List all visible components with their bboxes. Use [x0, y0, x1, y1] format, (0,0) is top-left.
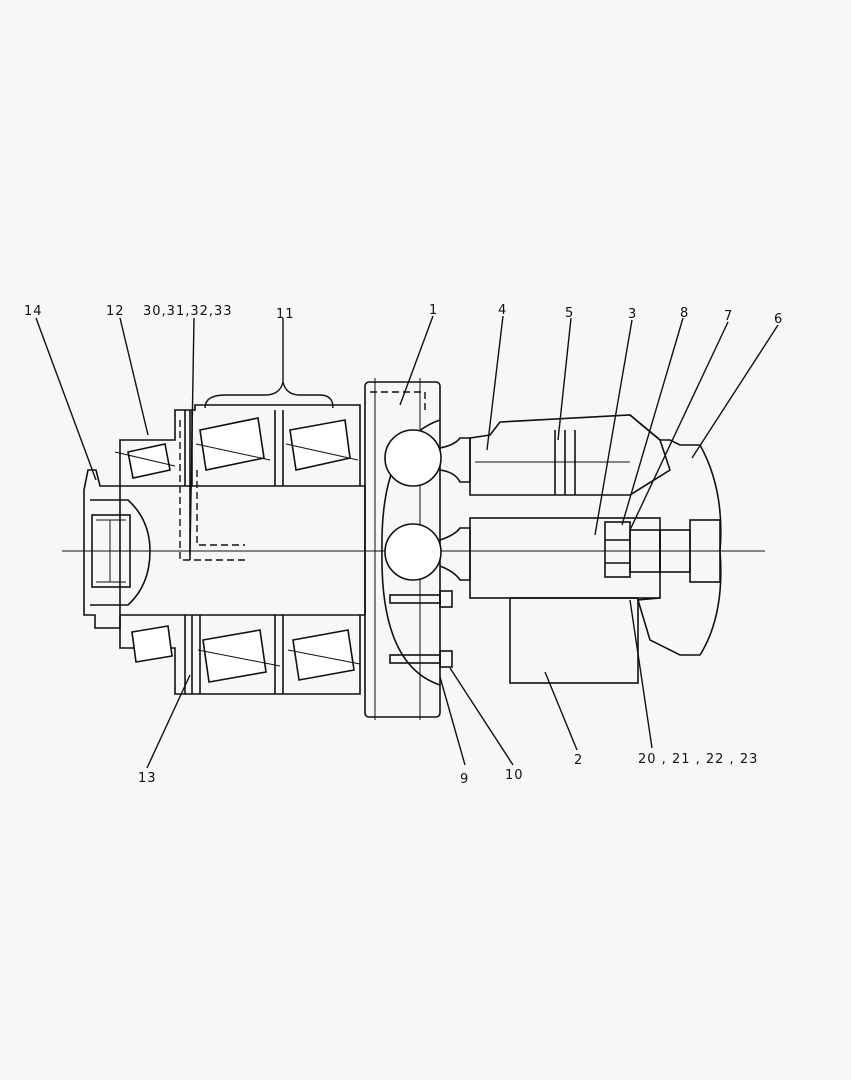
callout-6: 6 — [774, 312, 783, 327]
callout-9: 9 — [460, 772, 469, 787]
callout-12: 12 — [106, 304, 125, 319]
lower-bearings — [119, 615, 361, 695]
end-cap-part — [83, 469, 151, 629]
callout-20-23: 20 , 21 , 22 , 23 — [638, 752, 758, 767]
end-housing — [629, 414, 722, 656]
callout-2: 2 — [574, 753, 583, 768]
upper-bearings — [114, 404, 361, 561]
callout-1: 1 — [429, 303, 438, 318]
callout-4: 4 — [498, 303, 507, 318]
callout-10: 10 — [505, 768, 524, 783]
callout-7: 7 — [724, 309, 733, 324]
leader-lines — [35, 315, 779, 769]
callout-14: 14 — [24, 304, 43, 319]
piston-ball-joints — [384, 429, 471, 581]
callout-30-33: 30,31,32,33 — [143, 304, 233, 319]
callout-5: 5 — [565, 306, 574, 321]
callout-13: 13 — [138, 771, 157, 786]
callout-11: 11 — [276, 307, 295, 322]
cylinder-block — [469, 414, 671, 684]
callout-labels: 14 12 30,31,32,33 11 1 4 5 3 8 7 6 13 9 … — [24, 303, 783, 787]
callout-3: 3 — [628, 307, 637, 322]
callout-8: 8 — [680, 306, 689, 321]
